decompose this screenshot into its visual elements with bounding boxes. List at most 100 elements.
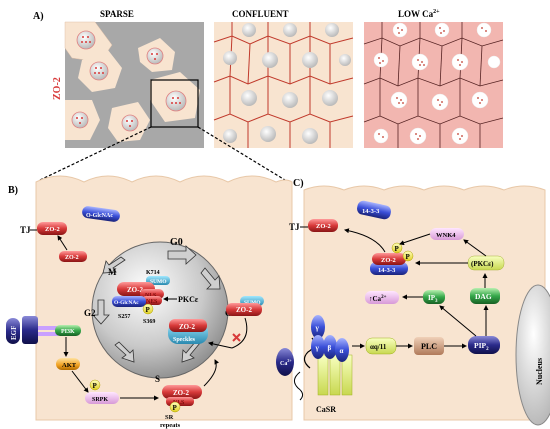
egf-ligand-text: EGF — [10, 326, 18, 340]
nes-nuc — [142, 296, 162, 305]
akt-text: AKT — [62, 362, 77, 369]
g-beta-mid — [323, 335, 337, 359]
dag-text: DAG — [475, 292, 492, 301]
complex-to-tj-arrow — [344, 228, 386, 253]
zoom-line-left — [39, 126, 152, 181]
p-c1 — [391, 242, 403, 254]
m-label: M — [108, 267, 117, 277]
g-gamma-mid-text: γ — [315, 344, 320, 352]
s-import-arrow — [203, 359, 220, 387]
sumo-nuc — [146, 276, 170, 285]
low-ca-panel — [363, 22, 504, 148]
nls-s-text: NLS — [173, 400, 184, 406]
akt — [56, 358, 80, 370]
confluent-panel — [213, 22, 354, 148]
zo2-cyto-b-text: ZO-2 — [65, 255, 79, 261]
zo2-nuc-text: ZO-2 — [127, 286, 143, 294]
pi3k-text: PI3K — [61, 329, 75, 335]
panel-c-label: C) — [293, 178, 304, 189]
srpk — [85, 392, 119, 404]
zo2-tj-b-text: ZO-2 — [45, 226, 60, 233]
pkce-label: PKCε — [178, 295, 199, 304]
tj-label-c: TJ — [289, 222, 300, 232]
zo2-g1-text: ZO-2 — [236, 306, 252, 314]
panel-a-label: A) — [33, 11, 44, 22]
s-label: S — [155, 374, 160, 384]
p-srpk-text: P — [93, 382, 98, 390]
srpk-text: SRPK — [92, 397, 108, 403]
p-c2 — [402, 250, 414, 262]
low-ca-title: LOW Ca2+ — [398, 9, 440, 19]
o-glcnac-nuc — [112, 296, 146, 307]
g1-export-path — [231, 317, 248, 349]
p-s369-text: P — [146, 306, 151, 314]
block-x — [232, 333, 241, 342]
ip3-text: IP3 — [428, 294, 438, 304]
p-s-text: P — [173, 404, 178, 412]
casr-label: CaSR — [316, 405, 336, 414]
zoom-box — [150, 79, 199, 128]
sr-repeats-2: repeats — [160, 422, 181, 429]
ip3 — [423, 290, 445, 304]
o-glcnac-top — [82, 206, 120, 222]
p1433-top — [357, 200, 391, 220]
ca-ion-c — [276, 348, 294, 376]
ca-ion-c-text: Ca2+ — [280, 358, 292, 367]
wnk4-text: WNK4 — [436, 232, 456, 239]
akt-arrow — [71, 370, 89, 393]
g0-label: G0 — [170, 237, 183, 248]
zo2-cyto-b — [59, 251, 87, 262]
k714-label: K714 — [146, 270, 160, 276]
g-beta-mid-text: β — [328, 344, 332, 352]
pip2 — [468, 336, 500, 354]
p1433-complex-text: 14-3-3 — [378, 267, 396, 274]
zo2-tj-b — [37, 222, 67, 235]
o-glcnac-top-text: O-GlcNAc — [86, 213, 113, 219]
g-beta-top — [311, 315, 325, 339]
nucleus-c — [515, 284, 550, 426]
p1433-top-text: 14-3-3 — [362, 208, 380, 215]
o-glcnac-nuc-text: O-GlcNAc — [114, 300, 139, 306]
sparse-title: SPARSE — [100, 9, 134, 19]
s257-label: S257 — [118, 314, 130, 320]
g-alpha — [335, 338, 349, 362]
egf-receptor — [22, 316, 58, 344]
plc-text: PLC — [421, 342, 437, 351]
p-srpk — [89, 379, 101, 391]
p-c2-text: P — [406, 253, 411, 261]
pkce-c-text: (PKCε) — [471, 260, 494, 268]
sparse-panel: ZO-2 — [52, 21, 204, 148]
galpha-q11-text: αq/11 — [370, 343, 387, 351]
zo2-speckles-text: ZO-2 — [179, 323, 195, 331]
cell-cycle-arrows — [92, 245, 221, 363]
nes-nuc-text: NES — [146, 299, 157, 305]
pip2-to-ip3-arrow — [439, 305, 477, 337]
dag — [470, 288, 500, 304]
confluent-title: CONFLUENT — [232, 9, 289, 19]
zoom-line-right — [197, 126, 286, 181]
wnk4 — [430, 228, 464, 240]
p-s369 — [142, 303, 154, 315]
zo2-complex — [372, 253, 406, 265]
zo2-side-label: ZO-2 — [52, 77, 63, 100]
zo2-s — [162, 385, 202, 399]
sumo-nuc-text: SUMO — [150, 279, 167, 285]
zo2-s-text: ZO-2 — [173, 389, 189, 397]
egf-ligand — [6, 318, 20, 344]
zo2-speckles — [169, 319, 207, 332]
nucleus-label: Nucleus — [535, 358, 544, 385]
g1-export-arrow — [208, 341, 233, 349]
speckles-text: Speckles — [173, 337, 196, 343]
s369-label: S369 — [143, 319, 155, 325]
g-alpha-text: α — [340, 347, 344, 355]
zo2-complex-text: ZO-2 — [381, 257, 396, 264]
p1433-complex — [370, 262, 408, 275]
g-gamma-top-text: γ — [315, 324, 320, 332]
wnk4-arrow — [399, 233, 431, 246]
tj-label-b: TJ — [20, 225, 31, 235]
cell-c — [303, 185, 546, 421]
pip2-text: PIP2 — [474, 341, 489, 352]
p-c1-text: P — [395, 245, 400, 253]
sr-repeats-1: SR — [165, 414, 174, 421]
